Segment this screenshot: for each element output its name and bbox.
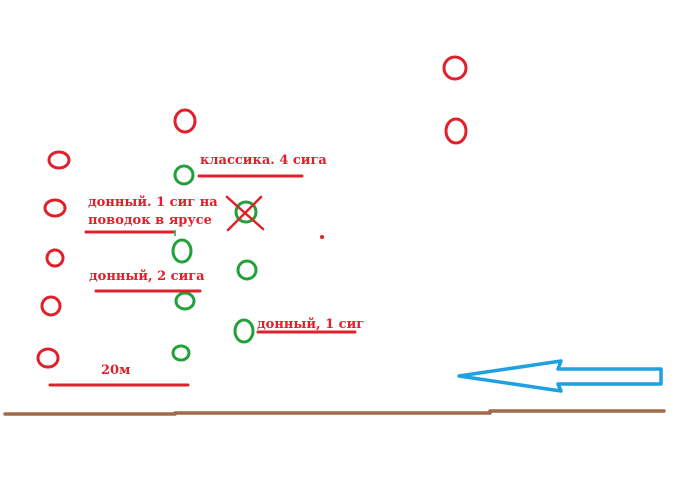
red-marker	[442, 55, 468, 81]
underlines	[48, 174, 357, 387]
red-markers-left	[36, 150, 71, 369]
label-bottom-two: донный, 2 сига	[89, 269, 205, 284]
label-distance: 20м	[101, 363, 131, 378]
label-bottom-one-line1: донный. 1 сиг на	[88, 195, 218, 210]
red-marker	[45, 248, 65, 268]
green-marker	[171, 238, 193, 264]
red-marker	[40, 295, 62, 317]
green-marker	[174, 291, 196, 311]
green-marker	[171, 344, 191, 362]
green-marker	[234, 200, 258, 224]
red-marker	[47, 150, 71, 170]
red-marker	[444, 117, 468, 145]
green-markers	[171, 164, 258, 362]
red-marker	[43, 198, 67, 218]
red-marker	[36, 347, 60, 369]
label-bottom-one-right: донный, 1 сиг	[257, 317, 365, 332]
ground-line	[3, 409, 666, 416]
green-marker	[236, 259, 258, 281]
green-marker	[233, 318, 255, 344]
green-marker	[173, 164, 195, 186]
red-marker	[173, 108, 197, 134]
label-classic: классика. 4 сига	[200, 153, 327, 168]
red-dot	[320, 235, 324, 239]
label-bottom-one-line2: поводок в ярусе	[88, 213, 212, 228]
x-cross-icon	[225, 195, 265, 232]
red-markers-right	[442, 55, 468, 145]
arrow-left-icon	[457, 359, 663, 393]
